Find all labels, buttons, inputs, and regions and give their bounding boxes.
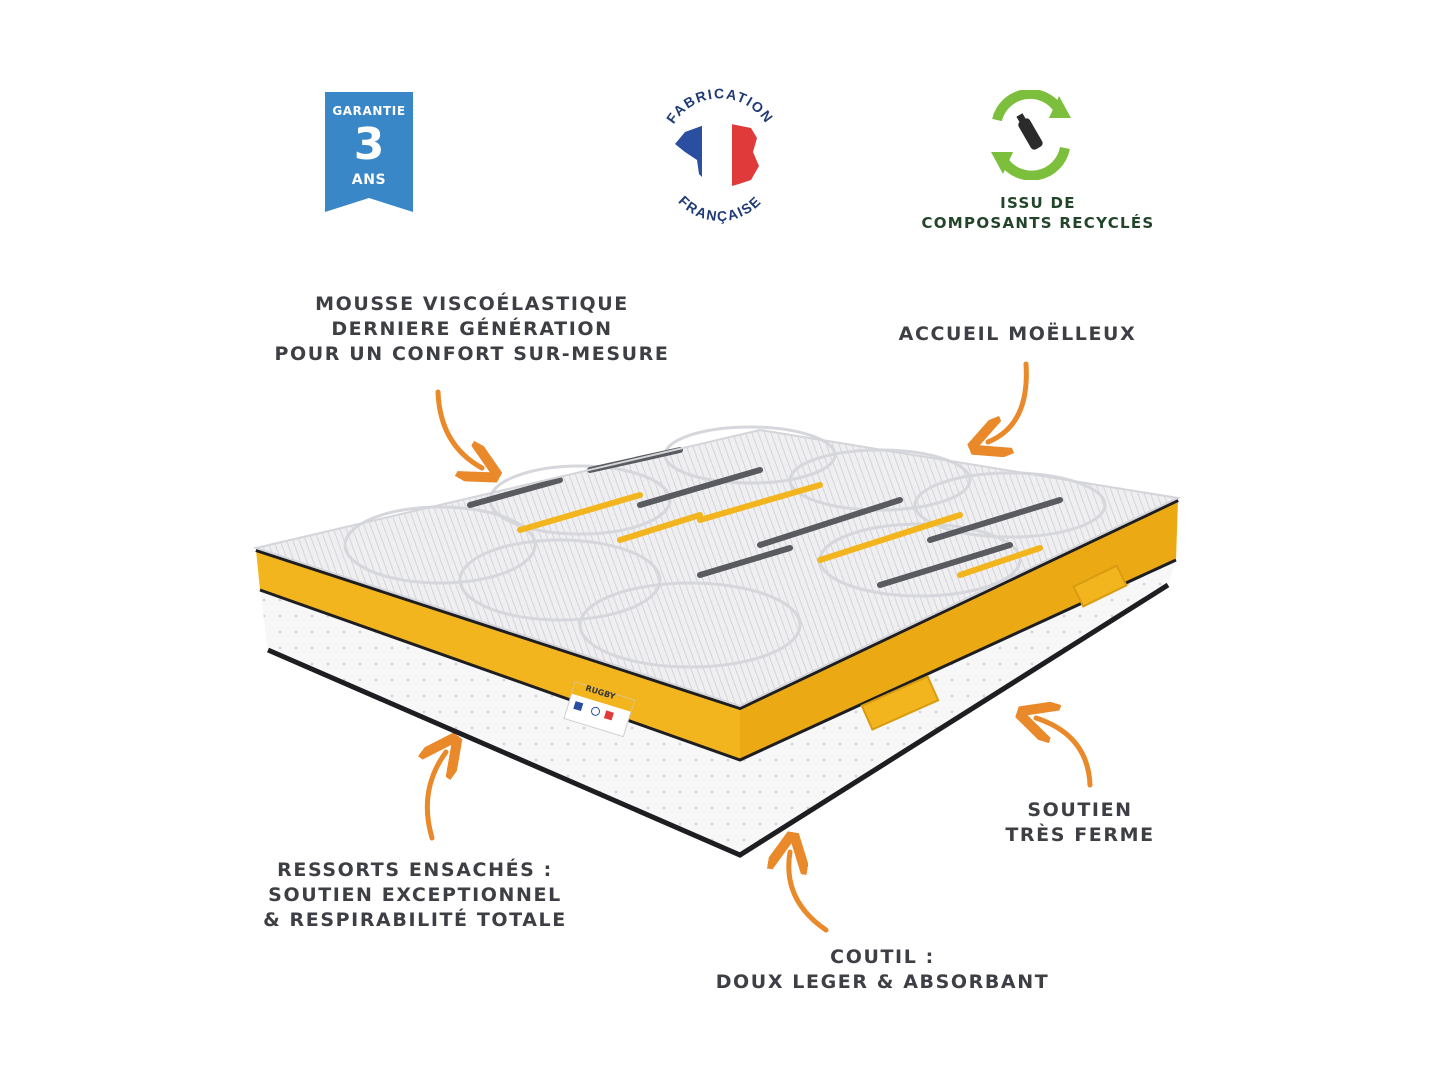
recycled-badge bbox=[975, 90, 1087, 180]
callout-firm-support-line-2: TRÈS FERME bbox=[1005, 824, 1155, 846]
callout-firm-support: SOUTIEN TRÈS FERME bbox=[990, 798, 1170, 848]
recycle-bottle-icon bbox=[991, 90, 1071, 180]
mattress-right-side bbox=[740, 560, 1176, 855]
recycled-line-1: ISSU DE bbox=[1000, 194, 1076, 212]
mattress-yellow-band-right bbox=[740, 500, 1178, 760]
warranty-number: 3 bbox=[353, 119, 385, 170]
callout-pocket-springs-line-2: SOUTIEN EXCEPTIONNEL bbox=[268, 884, 562, 906]
callout-soft-comfort: ACCUEIL MOËLLEUX bbox=[880, 322, 1155, 347]
made-in-france-badge: FABRICATION FRANÇAISE bbox=[655, 80, 785, 230]
callout-memory-foam: MOUSSE VISCOÉLASTIQUE DERNIERE GÉNÉRATIO… bbox=[262, 292, 682, 367]
callout-memory-foam-line-1: MOUSSE VISCOÉLASTIQUE bbox=[315, 293, 629, 315]
arrow-soft-comfort-icon bbox=[988, 361, 1029, 442]
callout-fabric-line-2: DOUX LEGER & ABSORBANT bbox=[715, 971, 1050, 993]
callout-pocket-springs-line-1: RESSORTS ENSACHÉS : bbox=[277, 859, 553, 881]
mattress-brand-tag bbox=[563, 681, 636, 738]
callout-memory-foam-line-3: POUR UN CONFORT SUR-MESURE bbox=[274, 343, 670, 365]
callout-fabric-line-1: COUTIL : bbox=[830, 946, 935, 968]
warranty-top-text: GARANTIE bbox=[332, 104, 406, 118]
callout-memory-foam-line-2: DERNIERE GÉNÉRATION bbox=[331, 318, 613, 340]
mattress-handle-right bbox=[1072, 564, 1128, 608]
callout-firm-support-line-1: SOUTIEN bbox=[1027, 799, 1133, 821]
arrow-firm-support-icon bbox=[1036, 718, 1093, 788]
arrow-pocket-springs-icon bbox=[427, 752, 446, 841]
callout-fabric: COUTIL : DOUX LEGER & ABSORBANT bbox=[700, 945, 1065, 995]
arrow-memory-foam-icon bbox=[435, 389, 482, 468]
recycled-line-2: COMPOSANTS RECYCLÉS bbox=[921, 214, 1155, 232]
warranty-badge: GARANTIE 3 ANS bbox=[325, 92, 413, 214]
mattress-handle-front bbox=[860, 675, 940, 731]
arrow-fabric-icon bbox=[789, 852, 829, 933]
warranty-bottom-text: ANS bbox=[351, 172, 387, 188]
callout-pocket-springs-line-3: & RESPIRABILITÉ TOTALE bbox=[263, 909, 567, 931]
mattress-front-side bbox=[260, 590, 740, 855]
warranty-ribbon-icon bbox=[325, 92, 413, 212]
callout-pocket-springs: RESSORTS ENSACHÉS : SOUTIEN EXCEPTIONNEL… bbox=[250, 858, 580, 933]
callout-soft-comfort-line-1: ACCUEIL MOËLLEUX bbox=[898, 323, 1137, 345]
